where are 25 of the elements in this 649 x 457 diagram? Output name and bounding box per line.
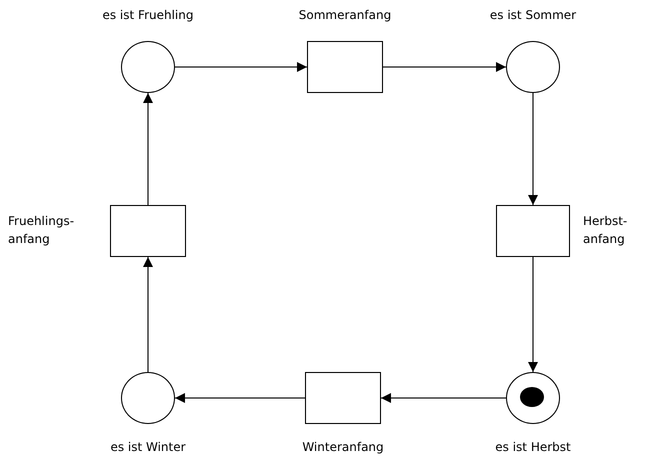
place-circle xyxy=(121,372,175,424)
transition-box xyxy=(307,41,383,93)
node-caption: es ist Winter xyxy=(109,439,187,456)
node-caption: es ist Fruehling xyxy=(101,7,194,24)
node-caption: es ist Sommer xyxy=(488,7,578,24)
node-caption: es ist Herbst xyxy=(494,439,572,456)
arrow xyxy=(143,92,153,206)
transition-box xyxy=(110,205,186,257)
node-caption: Herbst- anfang xyxy=(583,213,628,248)
arrow xyxy=(528,92,538,206)
node-caption: Winteranfang xyxy=(301,439,385,456)
arrow xyxy=(174,62,308,72)
arrow xyxy=(143,256,153,372)
transition-box xyxy=(305,372,381,424)
transition-box xyxy=(496,205,570,257)
place-circle xyxy=(121,41,175,93)
arrow xyxy=(174,393,306,403)
arrow xyxy=(528,256,538,372)
arrow xyxy=(380,393,506,403)
place-circle xyxy=(506,372,560,424)
node-caption: Fruehlings- anfang xyxy=(8,213,76,248)
node-caption: Sommeranfang xyxy=(298,7,392,24)
token-dot xyxy=(520,386,544,407)
arrow xyxy=(382,62,506,72)
place-circle xyxy=(506,41,560,93)
